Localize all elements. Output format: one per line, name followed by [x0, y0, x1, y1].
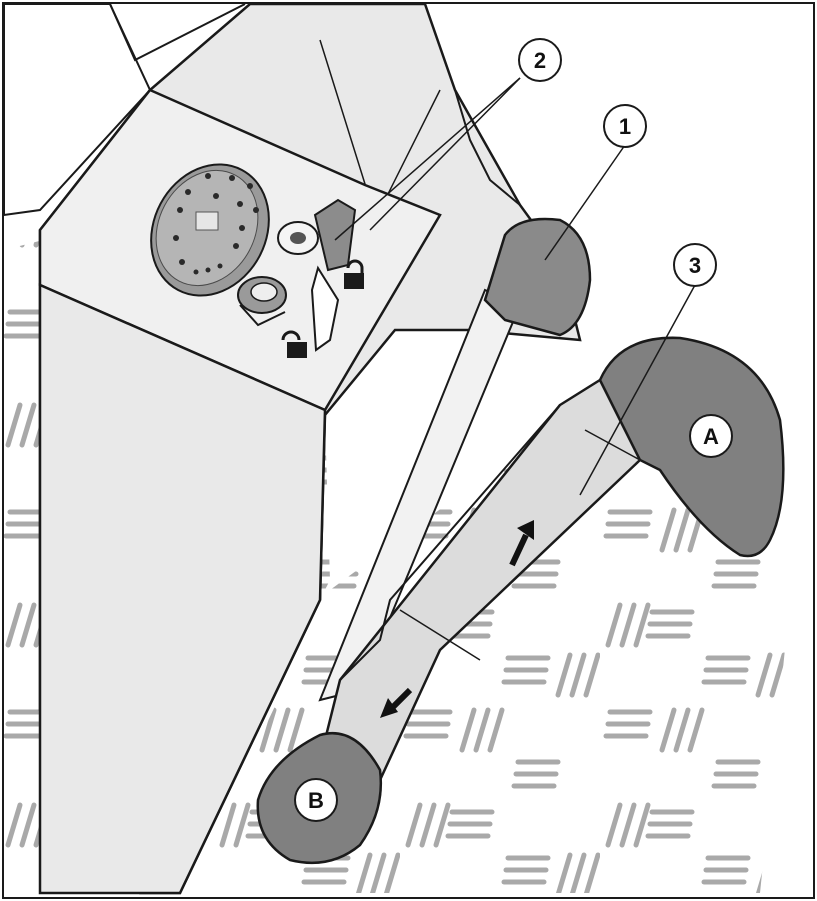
callout-2-label: 2	[534, 48, 546, 73]
arrow-reverse-icon	[380, 687, 413, 718]
callout-1-leader	[544, 144, 626, 261]
callout-3-leader	[579, 284, 696, 496]
pedal-a[interactable]	[598, 336, 785, 558]
pedal-3-seam	[399, 429, 641, 661]
pedal-a-label: A	[703, 424, 719, 449]
pedal-1[interactable]	[483, 217, 592, 337]
wall-top-edge	[109, 3, 246, 62]
control-dial-icon	[150, 163, 270, 297]
ignition-key-icon	[277, 198, 357, 352]
column-inner-fold	[454, 89, 521, 206]
pedal-b-label: B	[308, 788, 324, 813]
pedal-a-callout: A	[689, 414, 733, 458]
callout-3-label: 3	[689, 253, 701, 278]
callout-2: 2	[518, 38, 562, 82]
callout-1-label: 1	[619, 114, 631, 139]
pedal-3-ridge	[339, 404, 561, 681]
lock-open-icon	[281, 330, 307, 358]
callout-1: 1	[603, 104, 647, 148]
pedal-b-callout: B	[294, 778, 338, 822]
callout-3: 3	[673, 243, 717, 287]
callout-2-leader-2	[369, 77, 521, 231]
lock-slot-icon	[237, 276, 287, 327]
arrow-forward-icon	[509, 520, 534, 567]
console-front	[38, 283, 327, 895]
lock-closed-icon	[344, 259, 364, 289]
callout-2-leader	[334, 77, 521, 241]
